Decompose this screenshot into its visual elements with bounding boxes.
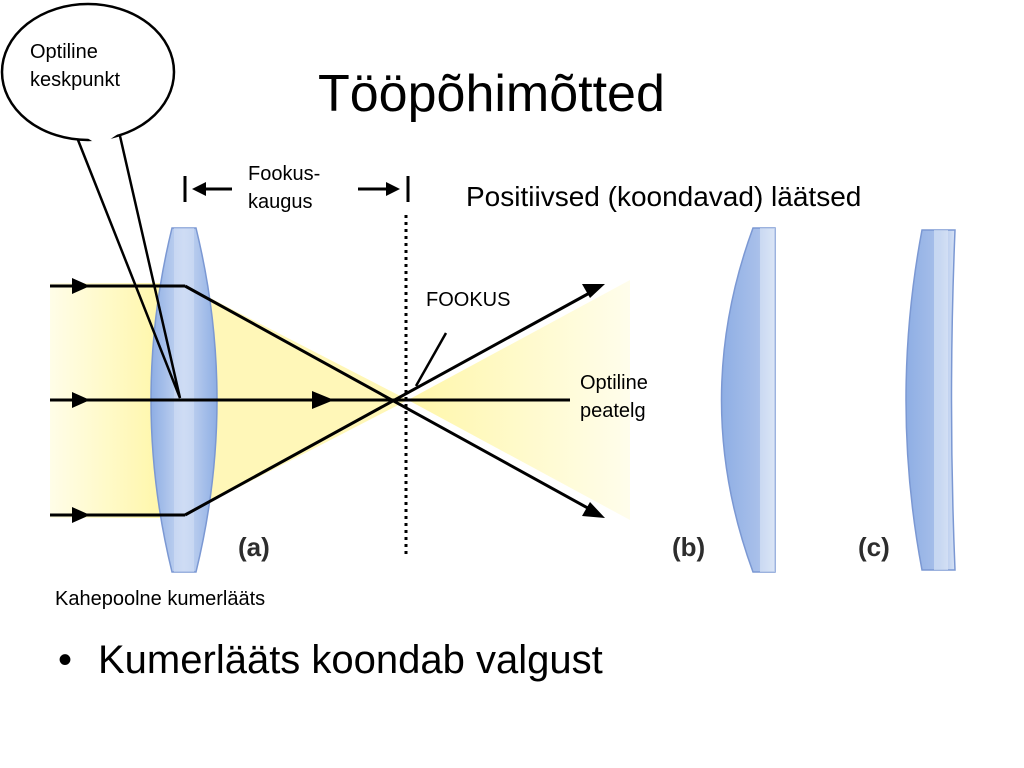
focus-label: FOOKUS [426,289,511,311]
callout-bubble [0,2,176,142]
callout-bubble-gap [84,134,118,146]
slide-title: Tööpõhimõtted [318,65,665,123]
panel-label-a: (a) [238,532,270,562]
ray-top-arrow [72,278,90,294]
panel-label-b: (b) [672,532,706,562]
plano-convex-lens-edge [760,228,775,572]
ray-top-refracted [184,284,596,514]
callout-text: Optiline keskpunkt [30,38,150,94]
ray-top-refracted-arrow [582,502,605,518]
focal-length-arrow-right [386,182,400,196]
optical-axis-label-line2: peatelg [580,400,646,422]
slide-subtitle: Positiivsed (koondavad) läätsed [466,181,862,212]
panel-label-c: (c) [858,532,890,562]
focal-length-label-line2: kaugus [248,191,313,213]
focus-pointer-line [414,332,448,387]
optical-axis-label-line1: Optiline [580,372,648,394]
meniscus-lens-edge [934,230,948,570]
ray-middle-arrow-right [312,391,334,409]
callout-label: Optiline keskpunkt [30,41,121,91]
ray-bottom-refracted-arrow [582,284,605,298]
bullet-item: • Kumerlääts koondab valgust [58,636,603,684]
ray-middle-arrow-left [72,392,90,408]
focal-length-arrow-left [192,182,206,196]
bullet-dot-icon: • [58,638,73,682]
ray-bottom-arrow [72,507,90,523]
callout-pointer [76,135,182,399]
lens-caption: Kahepoolne kumerlääts [55,588,266,610]
ray-bottom-refracted [184,288,596,517]
focal-length-label-line1: Fookus- [248,163,321,185]
bullet-text: Kumerlääts koondab valgust [98,638,603,682]
